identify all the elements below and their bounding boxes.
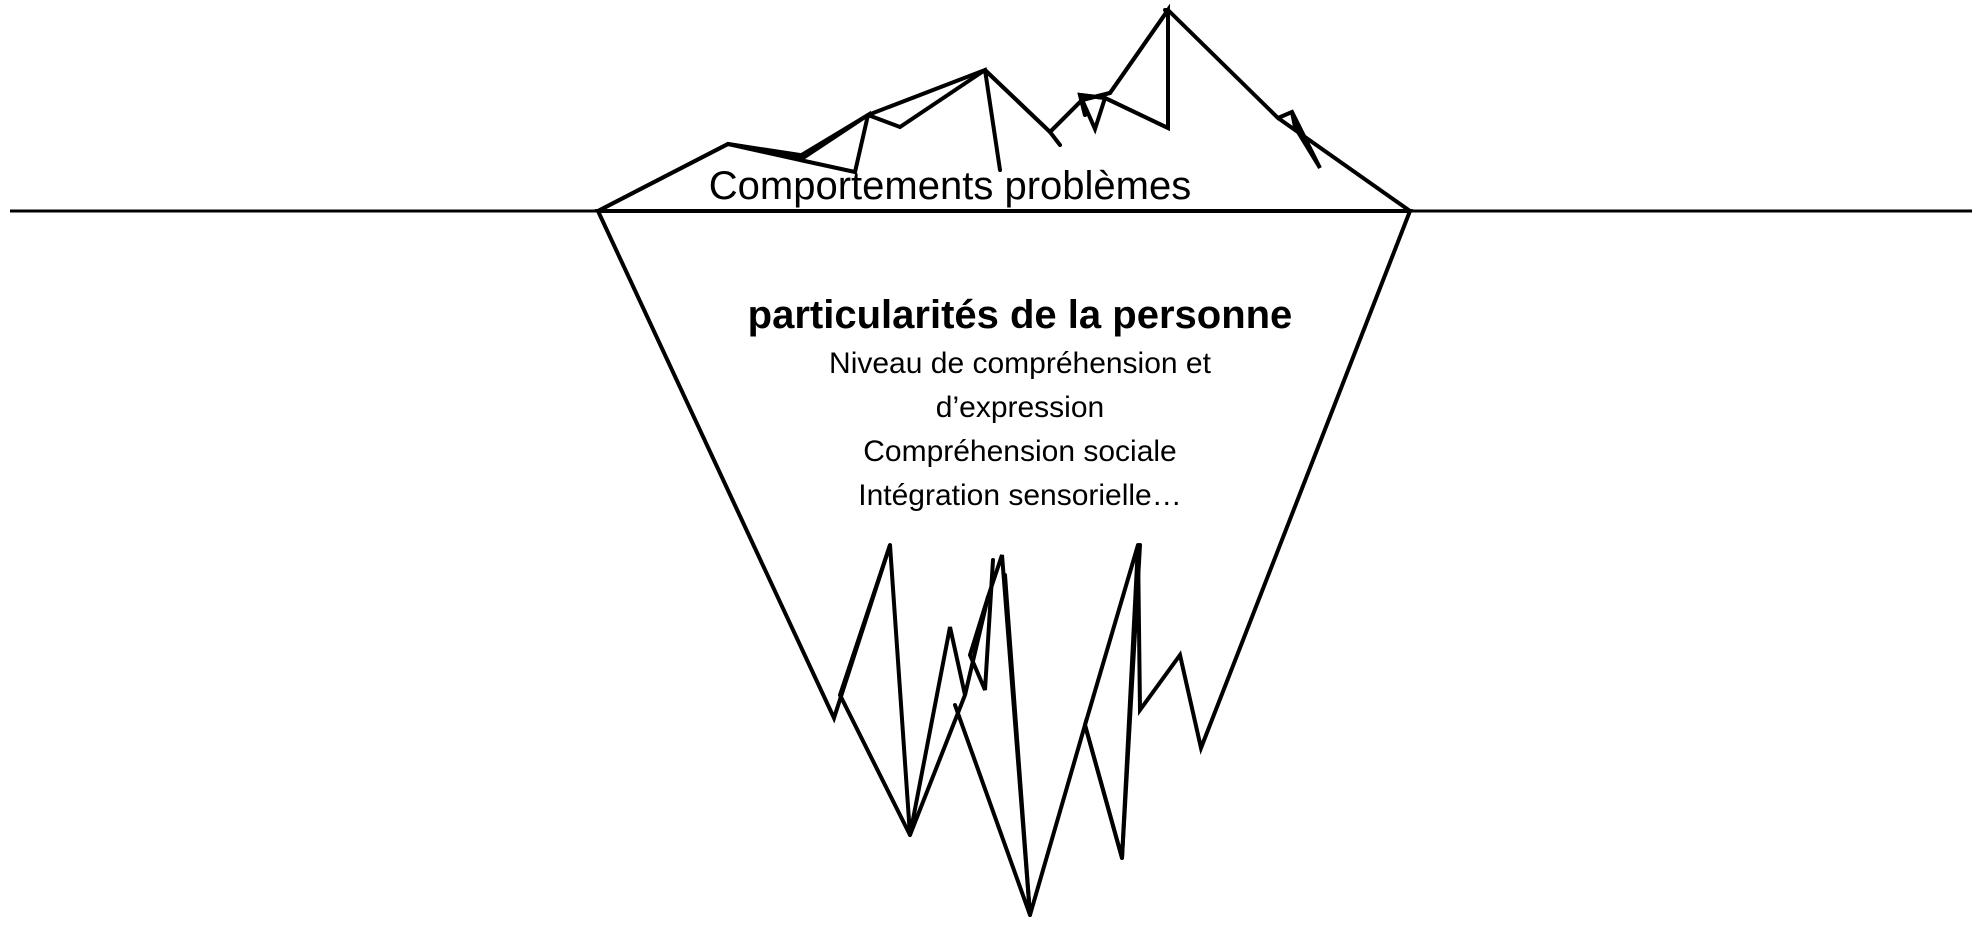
iceberg-body-cracks: [838, 543, 1142, 917]
iceberg-tip-peaks: [596, 3, 1412, 213]
tip-label: Comportements problèmes: [708, 164, 1192, 208]
hidden-line: Intégration sensorielle…: [858, 479, 1182, 512]
hidden-line: d’expression: [935, 391, 1105, 424]
hidden-line: Compréhension sociale: [863, 435, 1177, 468]
hidden-title: particularités de la personne: [747, 293, 1293, 337]
hidden-factors-block: particularités de la personne Niveau de …: [700, 288, 1340, 518]
hidden-line: Niveau de compréhension et: [829, 347, 1211, 380]
